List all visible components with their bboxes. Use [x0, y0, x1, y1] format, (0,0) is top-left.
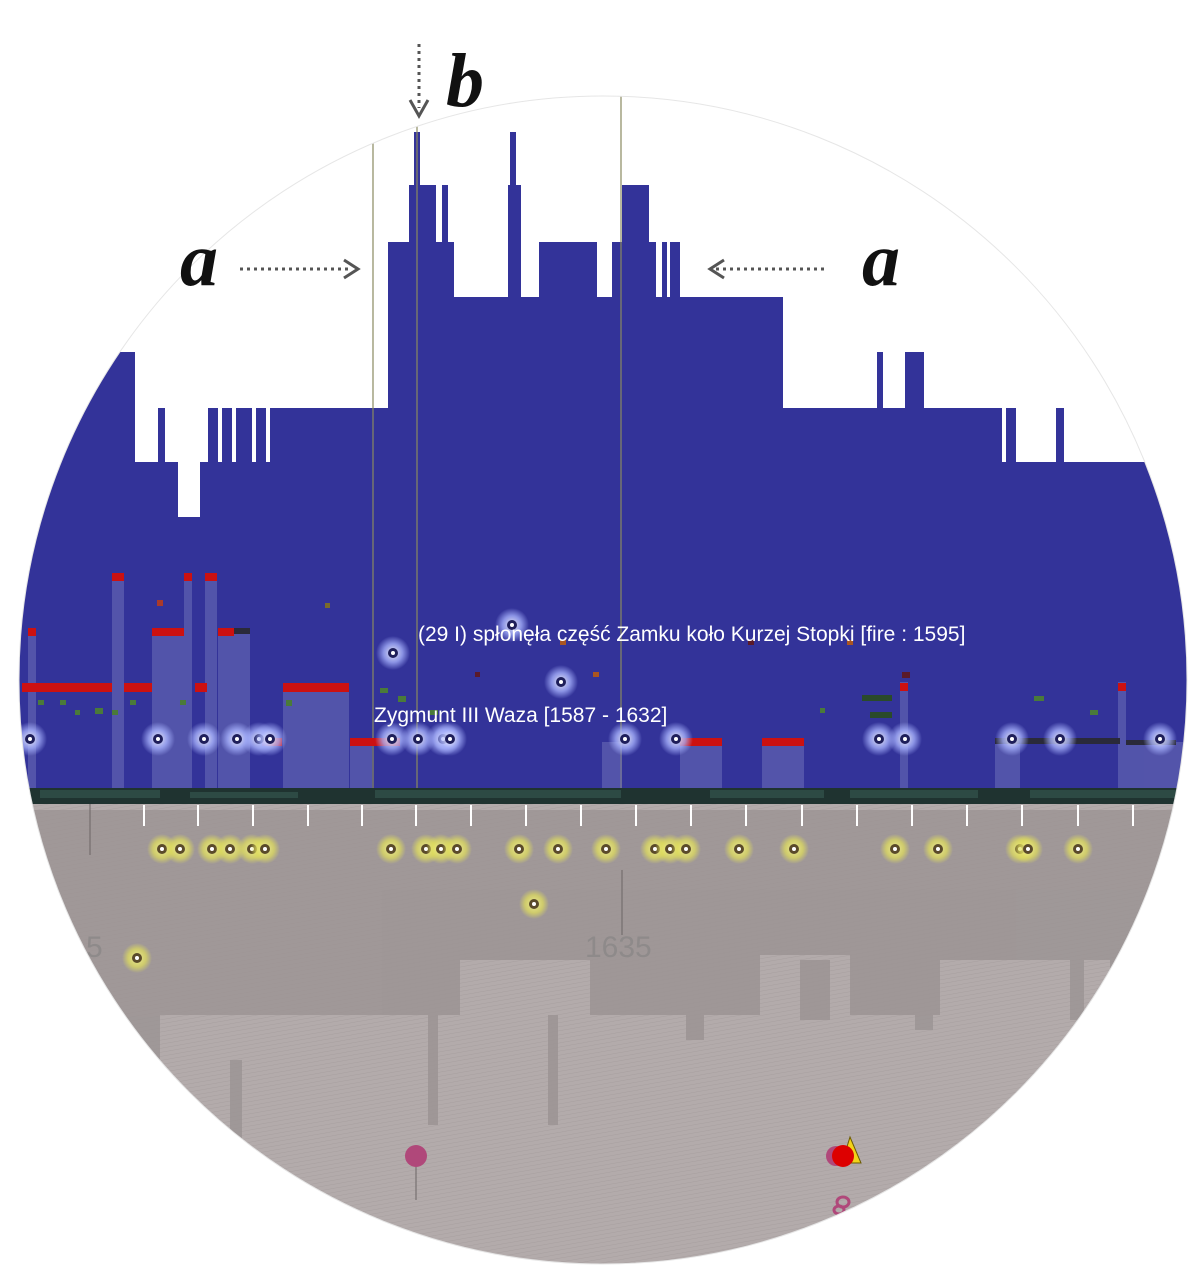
reference-lines [372, 96, 622, 790]
event-dot[interactable] [13, 722, 47, 756]
event-dot[interactable] [923, 834, 953, 864]
event-columns [28, 575, 1187, 792]
event-dot[interactable] [543, 834, 573, 864]
event-dot[interactable] [504, 834, 534, 864]
event-dot[interactable] [591, 834, 621, 864]
event-dot[interactable] [671, 834, 701, 864]
event-dot[interactable] [862, 722, 896, 756]
blue-glow-markers [13, 608, 1177, 756]
event-dot[interactable] [187, 722, 221, 756]
event-dot[interactable] [215, 834, 245, 864]
event-dot[interactable] [608, 722, 642, 756]
timeline-baseline-segments [40, 790, 1187, 798]
small-markers [38, 600, 1098, 718]
event-dot[interactable] [659, 722, 693, 756]
ground-shadow-bars [19, 810, 1187, 1140]
year-label-left: 5 [86, 931, 103, 964]
event-dot[interactable] [1013, 834, 1043, 864]
annotation-a-right: a [707, 218, 900, 302]
drop-lines [89, 804, 623, 1200]
event-dot[interactable] [779, 834, 809, 864]
axis-ticks [143, 805, 1134, 826]
arrow-b-head [408, 99, 430, 120]
arrow-a-left-head [343, 258, 361, 280]
event-dot[interactable] [375, 722, 409, 756]
event-dot[interactable] [544, 665, 578, 699]
skyline-histogram [19, 132, 1187, 800]
annotation-b: b [408, 39, 484, 123]
year-label-center: 1635 [585, 931, 652, 964]
event-dot[interactable] [401, 722, 435, 756]
event-dot[interactable] [376, 636, 410, 670]
event-dot[interactable] [1143, 722, 1177, 756]
annotation-label-b: b [446, 39, 484, 123]
event-dot[interactable] [165, 834, 195, 864]
red-marker[interactable] [832, 1145, 854, 1167]
annotation-label-a-right: a [862, 218, 900, 302]
event-dot[interactable] [995, 722, 1029, 756]
event-dot[interactable] [141, 722, 175, 756]
lens-border [18, 95, 1188, 1265]
event-dot[interactable] [442, 834, 472, 864]
arrow-a-right-head [707, 258, 725, 280]
event-dot[interactable] [250, 834, 280, 864]
magenta-marker[interactable] [405, 1145, 427, 1167]
event-dot[interactable] [433, 722, 467, 756]
annotation-label-a-left: a [180, 218, 218, 302]
event-dot[interactable] [888, 722, 922, 756]
event-dot[interactable] [519, 889, 549, 919]
event-dot[interactable] [1063, 834, 1093, 864]
event-dot[interactable] [376, 834, 406, 864]
yellow-glow-markers [122, 834, 1093, 973]
fire-event-label: (29 I) spłonęła część Zamku koło Kurzej … [418, 623, 965, 646]
annotation-a-left: a [180, 218, 361, 302]
event-dot[interactable] [1043, 722, 1077, 756]
lens-view: 5 1635 (29 I) spłonęła część Zamku koło … [13, 96, 1187, 1264]
event-dot[interactable] [253, 722, 287, 756]
event-dot[interactable] [495, 608, 529, 642]
event-dot[interactable] [880, 834, 910, 864]
event-dot[interactable] [724, 834, 754, 864]
event-dot[interactable] [122, 943, 152, 973]
event-bars [22, 573, 1126, 746]
reign-label: Zygmunt III Waza [1587 - 1632] [374, 704, 667, 727]
